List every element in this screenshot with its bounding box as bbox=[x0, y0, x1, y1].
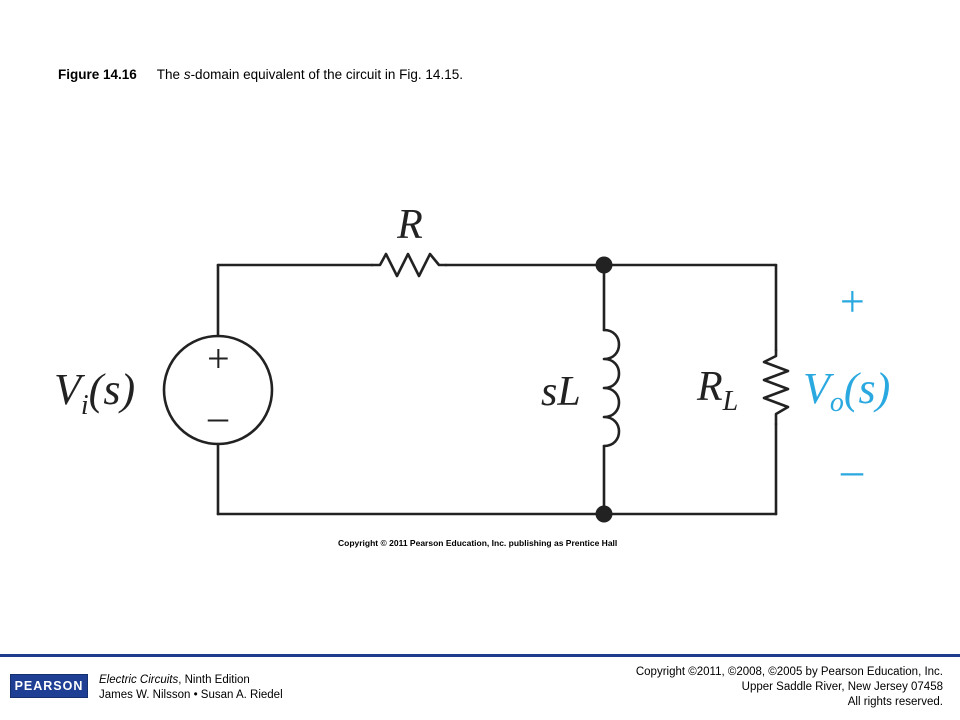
resistor-r-label: R bbox=[396, 202, 423, 248]
figure-caption: Figure 14.16 The s-domain equivalent of t… bbox=[58, 67, 463, 82]
rights-block: Copyright ©2011, ©2008, ©2005 by Pearson… bbox=[636, 665, 943, 710]
resistor-rl-main: R bbox=[696, 364, 723, 410]
figure-number: Figure 14.16 bbox=[58, 67, 137, 82]
output-label-arg: (s) bbox=[844, 364, 890, 413]
footer-divider bbox=[0, 654, 960, 657]
book-edition: , Ninth Edition bbox=[178, 674, 250, 686]
caption-text-before: The bbox=[156, 67, 184, 82]
rights-line-3: All rights reserved. bbox=[847, 696, 943, 708]
footer: PEARSON Electric Circuits, Ninth Edition… bbox=[0, 657, 960, 720]
diagram-copyright: Copyright © 2011 Pearson Education, Inc.… bbox=[338, 538, 618, 548]
book-title: Electric Circuits bbox=[99, 674, 179, 686]
output-minus-sign: – bbox=[840, 446, 864, 495]
voltage-source bbox=[162, 334, 274, 446]
rights-line-1: Copyright ©2011, ©2008, ©2005 by Pearson… bbox=[635, 666, 943, 678]
source-label-arg: (s) bbox=[89, 365, 135, 414]
source-label-main: V bbox=[54, 365, 86, 414]
caption-text-after: -domain equivalent of the circuit in Fig… bbox=[190, 67, 463, 82]
resistor-rl bbox=[762, 348, 790, 426]
resistor-rl-label: RL bbox=[696, 364, 738, 417]
output-label-sub: o bbox=[830, 387, 844, 418]
resistor-r bbox=[370, 252, 448, 278]
resistor-rl-sub: L bbox=[722, 386, 739, 417]
source-label: Vi(s) bbox=[54, 365, 135, 421]
book-info: Electric Circuits, Ninth Edition James W… bbox=[99, 673, 283, 703]
caption-text-italic: s bbox=[183, 67, 191, 82]
node-bottom bbox=[595, 505, 613, 523]
source-label-sub: i bbox=[81, 390, 89, 421]
pearson-logo: PEARSON bbox=[10, 674, 88, 698]
source-plus-sign: + bbox=[205, 336, 232, 381]
book-authors: James W. Nilsson • Susan A. Riedel bbox=[99, 689, 283, 701]
output-label: Vo(s) bbox=[803, 364, 890, 418]
output-label-main: V bbox=[803, 364, 835, 413]
node-top bbox=[595, 256, 613, 274]
book-title-line: Electric Circuits, Ninth Edition bbox=[99, 673, 283, 688]
inductor-sl-label: sL bbox=[541, 369, 581, 415]
rights-line-2: Upper Saddle River, New Jersey 07458 bbox=[741, 681, 943, 693]
output-plus-sign: + bbox=[837, 277, 867, 326]
source-minus-sign: – bbox=[207, 394, 229, 439]
inductor-sl bbox=[602, 328, 621, 448]
